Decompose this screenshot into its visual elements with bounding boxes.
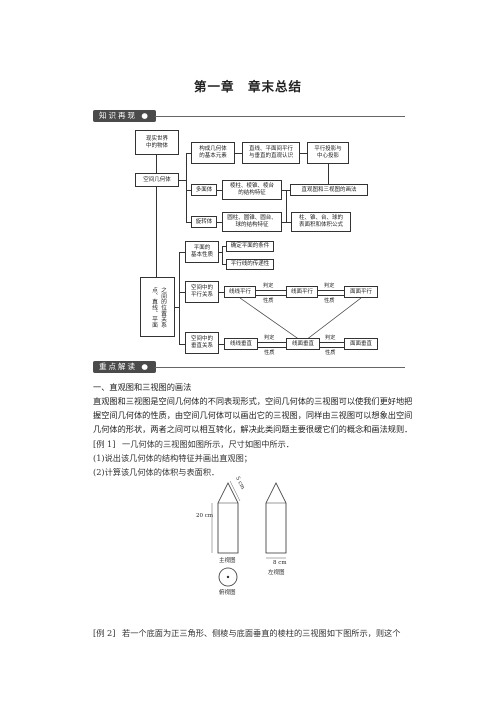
arrow-right (256, 290, 286, 291)
connector (219, 252, 222, 253)
label-property: 性质 (324, 298, 335, 304)
label-property: 性质 (264, 350, 275, 356)
box-line-line-parallel: 线线平行 (224, 286, 256, 298)
connector (222, 264, 226, 265)
example-1-q1: (1)说出该几何体的结构特征并画出直观图； (93, 453, 252, 463)
example-1-text: 一几何体的三视图如图所示，尺寸如图中所示． (122, 439, 294, 449)
intro-paragraph: 直观图和三视图是空间几何体的不同表现形式，空间几何体的三视图可以使我们更好地把握… (93, 396, 413, 434)
connector (186, 153, 187, 223)
arrow-right (320, 342, 344, 343)
box-polyhedron: 多面体 (191, 184, 217, 196)
side-view-shape (265, 482, 287, 554)
label-judge: 判定 (324, 283, 335, 289)
box-rot-features: 圆柱、圆锥、圆台、 球的结构特征 (222, 212, 282, 232)
arrow-left (320, 347, 344, 348)
connector (186, 222, 191, 223)
connector (179, 292, 185, 293)
top-view-center (226, 575, 230, 579)
connector (186, 153, 191, 154)
arrow-left (256, 295, 286, 296)
label-property: 性质 (263, 298, 274, 304)
connector (179, 252, 185, 253)
connector (186, 190, 191, 191)
connector (222, 246, 226, 247)
label-front-view: 主视图 (219, 558, 236, 564)
arrow-left (318, 295, 344, 296)
box-revolution: 旋转体 (191, 216, 217, 228)
arrow-right (318, 290, 344, 291)
dim-width: 8 cm (273, 560, 287, 566)
box-plane-plane-perp: 面面垂直 (344, 338, 378, 350)
connector (217, 190, 222, 191)
label-side-view: 左视图 (268, 570, 285, 576)
section-label: 重点解读 (99, 362, 137, 371)
box-space-solid: 空间几何体 (135, 173, 179, 187)
label-points-lines-planes: 点、直线、平面 (150, 286, 157, 328)
label-judge: 判定 (264, 335, 275, 341)
example-1-q2: (2)计算该几何体的体积与表面积． (93, 467, 220, 477)
box-parallel-relations: 空间中的 平行关系 (185, 281, 219, 303)
box-line-plane-parallel: 线面平行 (286, 286, 318, 298)
connector (286, 222, 291, 223)
connector (286, 190, 287, 223)
box-projection: 平行投影与 中心投影 (307, 142, 349, 164)
connector (328, 164, 329, 190)
connector (156, 187, 157, 277)
box-points-lines-planes: 点、直线、平面 之间的位置关系 (140, 277, 175, 337)
connector (219, 344, 224, 345)
label-property: 性质 (325, 350, 336, 356)
example-1-label: [例 1] (93, 439, 116, 449)
box-views-drawing: 直观图和三视图的画法 (290, 184, 368, 196)
box-area-volume: 柱、锥、台、球的 表面积和体积公式 (291, 212, 351, 232)
connector (179, 180, 187, 181)
example-2-text: 若一个底面为正三角形、侧棱与底面垂直的棱柱的三视图如下图所示，则这个 (122, 628, 401, 638)
box-line-line-perp: 线线垂直 (224, 338, 258, 350)
section-label: 知识再现 (99, 111, 137, 120)
box-parallel-transitive: 平行线的传递性 (226, 259, 274, 270)
connector (179, 252, 180, 344)
example-1: [例 1] 一几何体的三视图如图所示，尺寸如图中所示． (93, 437, 413, 452)
section-rule (155, 367, 405, 368)
label-judge: 判定 (325, 335, 336, 341)
connector (179, 344, 185, 345)
bullet-icon: ● (141, 362, 150, 371)
section-header-knowledge: 知识再现 ● (93, 110, 156, 122)
connector (156, 155, 157, 173)
slant-dim-line (229, 480, 241, 502)
arrow-left (258, 347, 286, 348)
connector (300, 153, 307, 154)
dim-height: 20 cm (196, 513, 214, 519)
example-2-label: [例 2] (93, 628, 116, 638)
box-plane-plane-parallel: 面面平行 (344, 286, 378, 298)
box-plane-condition: 确定平面的条件 (226, 241, 274, 252)
three-view-figure (211, 480, 287, 587)
section-header-key-points: 重点解读 ● (93, 361, 156, 373)
connector (222, 246, 223, 265)
box-real-world: 现实世界 中的物体 (135, 130, 179, 155)
arrow-right (258, 342, 286, 343)
box-perp-relations: 空间中的 垂直关系 (185, 332, 219, 354)
connector (175, 307, 179, 308)
section-rule (155, 116, 405, 117)
example-2: [例 2] 若一个底面为正三角形、侧棱与底面垂直的棱柱的三视图如下图所示，则这个 (93, 626, 423, 641)
connector (282, 222, 287, 223)
box-plane-basic: 平面的 基本性质 (185, 241, 219, 263)
label-position-relations: 之间的位置关系 (159, 286, 166, 328)
connector (235, 153, 242, 154)
label-judge: 判定 (263, 283, 274, 289)
connector (217, 222, 222, 223)
box-basic-elements: 构成几何体 的基本元素 (191, 142, 235, 164)
box-poly-features: 棱柱、棱锥、棱台 的结构特征 (222, 180, 282, 200)
label-top-view: 俯视图 (219, 590, 236, 596)
box-intuition: 直线、平面间平行 与垂直的直观认识 (242, 142, 300, 164)
page-title: 第一章 章末总结 (193, 79, 302, 94)
top-view-circle (218, 567, 238, 587)
heading-views: 一、直观图和三视图的画法 (93, 382, 192, 392)
connector (219, 292, 224, 293)
bullet-icon: ● (141, 111, 150, 120)
box-line-plane-perp: 线面垂直 (286, 338, 320, 350)
front-view-shape (217, 482, 239, 554)
